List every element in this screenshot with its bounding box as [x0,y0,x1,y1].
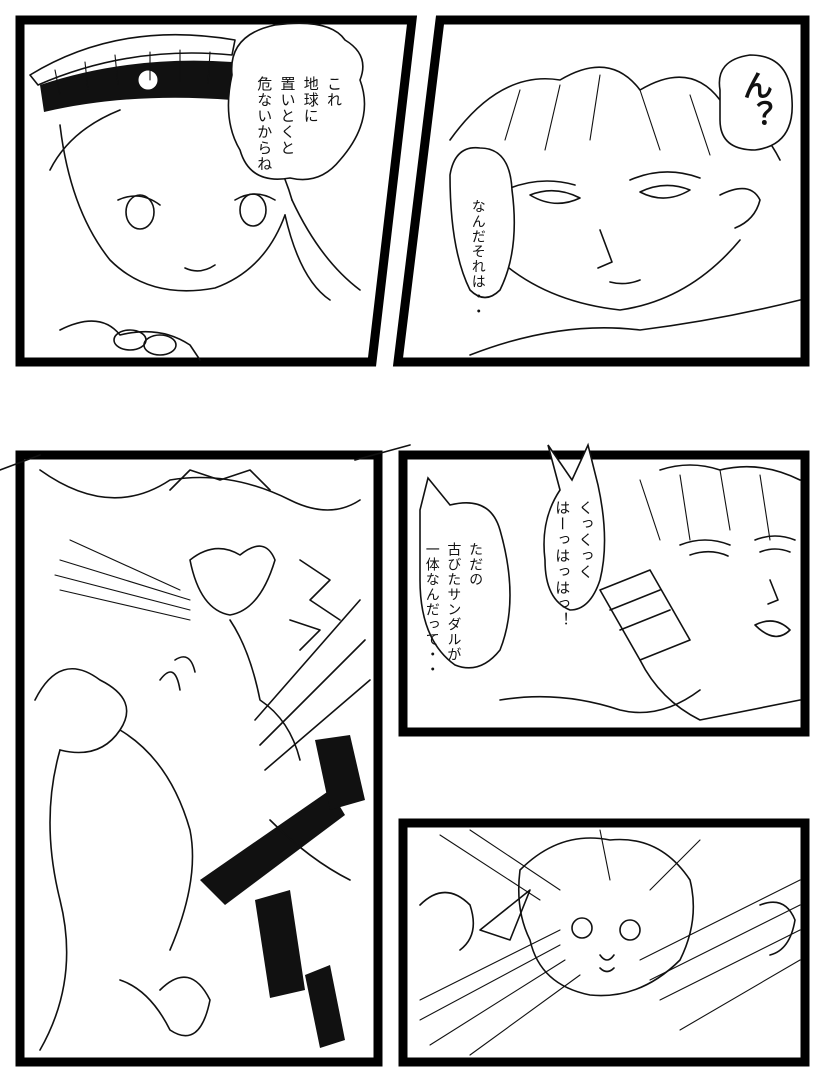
bubble-3-text: なんだそれは・・ [466,165,509,319]
panel-4 [398,442,810,737]
speech-bubble-1 [227,22,366,181]
bubble-5-text: ただの 古びたサンダルが 一体なんだって・・ [420,508,507,677]
bubble-2-text: ん？ [737,70,772,130]
bubble-1-line-1: これ [325,76,343,108]
panel-3 [0,444,411,1067]
speech-bubble-4 [543,442,606,611]
panel-5 [398,818,810,1067]
speech-bubble-3 [449,146,516,299]
bubble-1-line-3: 置いとくと [278,76,297,156]
bubble-1-text: これ 地球に 置いとくと 危ないからね [252,38,368,188]
bubble-5-line-1: ただの [467,542,484,587]
bubble-4-line-2: はーっはっはっ！ [553,500,572,628]
panel-3-fight-drawing [0,444,411,1051]
panel-1 [15,15,418,367]
bubble-1-line-4: 危ないからね [255,76,274,172]
panel-5-impact-drawing [419,829,801,1056]
bubble-1-line-2: 地球に [301,76,320,124]
bubble-5-line-2: 古びたサンダルが [445,542,462,662]
bubble-5-line-3: 一体なんだって・・ [423,542,440,677]
speech-bubble-2 [718,54,793,151]
panel-2 [392,15,810,367]
bubble-2-line-1: ん？ [737,70,772,130]
speech-bubble-5 [419,476,511,669]
panel-4-boy-drawing [499,464,801,721]
bubble-4-line-1: くっくっく [576,500,595,580]
bubble-4-text: くっくっく はーっはっはっ！ [550,462,620,628]
bubble-3-line-1: なんだそれは・・ [469,199,486,319]
